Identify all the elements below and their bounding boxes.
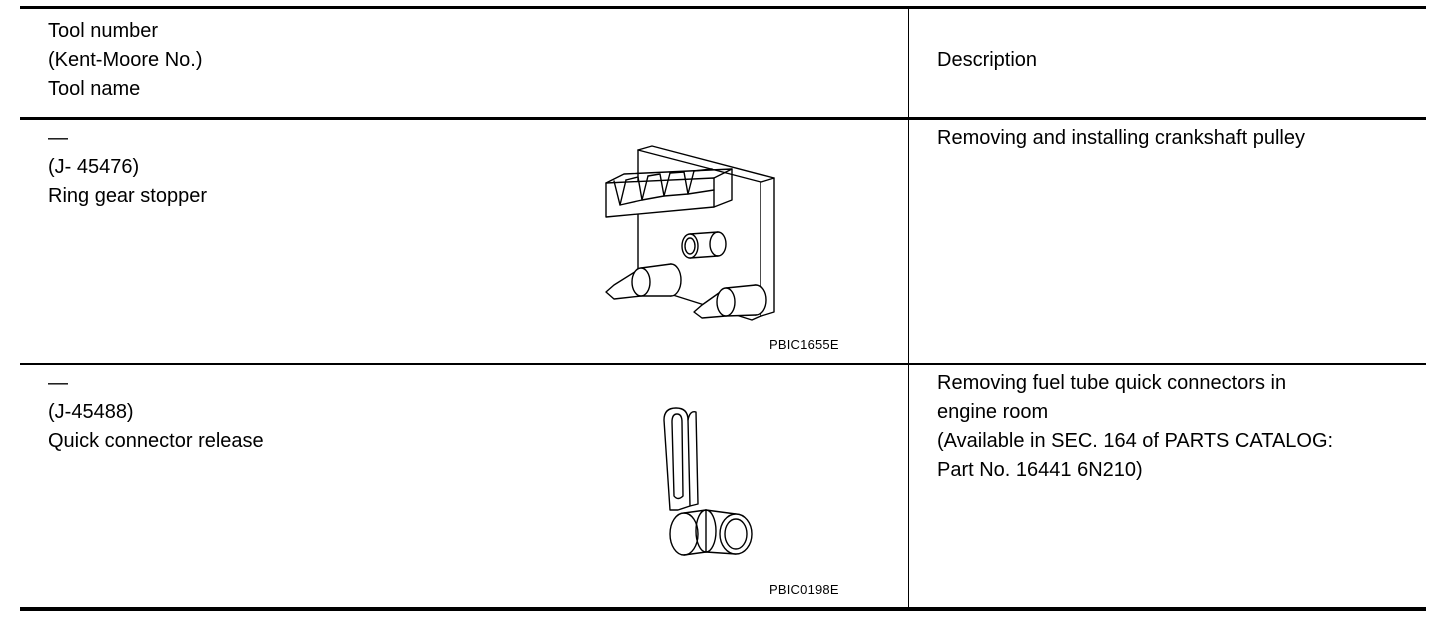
row-1-tool-name: Ring gear stopper [48,185,207,207]
header-tool-number: Tool number [48,20,159,42]
header-tool-column: Tool number (Kent-Moore No.) Tool name [48,17,203,104]
row-1-description: Removing and installing crankshaft pulle… [937,124,1305,153]
ring-gear-stopper-illustration [586,150,786,334]
row-2-tool-info: — (J-45488) Quick connector release [48,369,264,456]
row-1-tool-number: — [48,127,68,149]
tools-table: Tool number (Kent-Moore No.) Tool name D… [20,6,1426,611]
row-2-description: Removing fuel tube quick connectors in e… [937,369,1333,485]
row-1-tool-info: — (J- 45476) Ring gear stopper [48,124,207,211]
quick-connector-release-illustration [650,406,760,558]
table-top-rule [20,6,1426,9]
row-2-description-line: Part No. 16441 6N210) [937,459,1143,481]
row-1-kent-moore-no: (J- 45476) [48,156,140,178]
header-tool-name: Tool name [48,78,141,100]
row-2-description-line: Removing fuel tube quick connectors in [937,372,1287,394]
row-2-tool-name: Quick connector release [48,430,264,452]
header-kent-moore: (Kent-Moore No.) [48,49,203,71]
row-1-description-line: Removing and installing crankshaft pulle… [937,127,1305,149]
column-divider [908,9,909,607]
header-bottom-rule [20,117,1426,120]
row-2-description-line: (Available in SEC. 164 of PARTS CATALOG: [937,430,1334,452]
row-divider [20,363,1426,365]
row-1-figure-code: PBIC1655E [769,337,839,352]
row-2-figure-code: PBIC0198E [769,582,839,597]
table-bottom-rule [20,607,1426,611]
row-2-description-line: engine room [937,401,1049,423]
header-description: Description [937,49,1038,71]
row-2-kent-moore-no: (J-45488) [48,401,134,423]
row-2-tool-number: — [48,372,68,394]
